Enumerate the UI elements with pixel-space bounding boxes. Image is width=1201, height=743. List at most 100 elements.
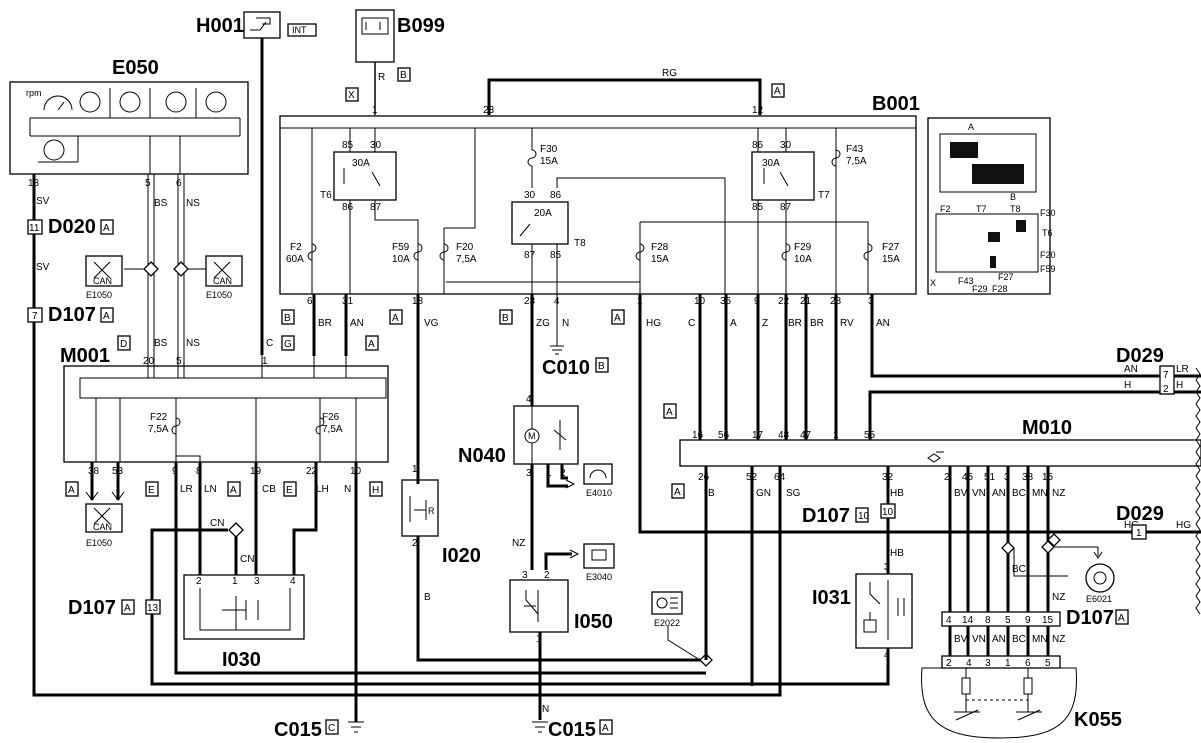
svg-text:A: A	[368, 339, 375, 350]
svg-text:1: 1	[262, 356, 268, 367]
svg-text:38: 38	[88, 466, 100, 477]
svg-text:CAN: CAN	[93, 522, 112, 532]
svg-text:F2: F2	[940, 204, 951, 214]
svg-text:3: 3	[526, 468, 532, 479]
svg-text:BS: BS	[154, 338, 168, 349]
svg-text:6: 6	[1025, 658, 1031, 669]
can-node-e1050-bottom: CAN E1050	[85, 503, 123, 548]
svg-text:5: 5	[176, 356, 182, 367]
svg-text:A: A	[614, 313, 621, 324]
svg-text:A: A	[602, 723, 609, 734]
svg-text:T8: T8	[1010, 204, 1021, 214]
svg-text:13: 13	[147, 603, 159, 614]
svg-text:A: A	[124, 603, 131, 614]
svg-text:D029: D029	[1116, 503, 1164, 525]
svg-text:30: 30	[524, 190, 536, 201]
svg-text:2: 2	[946, 658, 952, 669]
relay-t6: 85 30 86 87 30A T6	[320, 128, 419, 294]
h001-int-label: INT	[292, 25, 307, 35]
svg-text:A: A	[1118, 613, 1125, 624]
svg-text:17: 17	[752, 430, 764, 441]
svg-text:A: A	[666, 407, 673, 418]
svg-text:F20: F20	[1040, 250, 1056, 260]
svg-text:2: 2	[944, 472, 950, 483]
svg-text:AN: AN	[992, 488, 1006, 499]
m010-module: M010 A 16 56 17 48 47 1 55 26 52 64 32 2…	[663, 403, 1201, 499]
svg-text:SV: SV	[36, 196, 50, 207]
svg-text:4: 4	[290, 576, 296, 587]
m001-outputs: A CAN E1050 E LR LN A CB E LH N H CN CN …	[65, 462, 890, 722]
svg-text:D020: D020	[48, 216, 96, 238]
svg-text:16: 16	[692, 430, 704, 441]
b001-fuse-box: B001 85 30 86 87 30A T6 F30 15A 30 86 87…	[279, 93, 920, 307]
svg-text:2: 2	[544, 570, 550, 581]
svg-text:A: A	[68, 485, 75, 496]
svg-text:T7: T7	[818, 190, 830, 201]
svg-text:X: X	[930, 278, 936, 288]
svg-text:1: 1	[833, 430, 839, 441]
svg-text:4: 4	[966, 658, 972, 669]
svg-text:E1050: E1050	[86, 290, 112, 300]
b001-location-inset: A B F2 T7 T8 F30 T6 F20 F59 X F43 F27 F2…	[927, 117, 1056, 295]
b099-battery: B099 R B X 1	[345, 9, 445, 116]
sv-wire: SV 11 D020 A SV 7 D107 A	[27, 174, 782, 697]
svg-text:15A: 15A	[882, 254, 900, 265]
svg-text:20A: 20A	[534, 208, 552, 219]
fuse-icon	[635, 243, 645, 261]
svg-text:30A: 30A	[762, 158, 780, 169]
svg-text:C010: C010	[542, 357, 590, 379]
svg-text:BC: BC	[1012, 488, 1026, 499]
svg-text:N: N	[344, 484, 351, 495]
svg-text:4: 4	[526, 394, 532, 405]
svg-text:C015: C015	[274, 719, 322, 741]
svg-text:1: 1	[232, 576, 238, 587]
svg-text:SV: SV	[36, 262, 50, 273]
svg-text:NZ: NZ	[1052, 488, 1065, 499]
svg-text:56: 56	[718, 430, 730, 441]
svg-text:E1050: E1050	[206, 290, 232, 300]
svg-text:NZ: NZ	[1052, 634, 1065, 645]
svg-text:A: A	[392, 313, 399, 324]
svg-text:RG: RG	[662, 68, 677, 79]
svg-text:F30: F30	[1040, 208, 1056, 218]
m001-label: M001	[60, 345, 110, 367]
svg-text:E6021: E6021	[1086, 594, 1112, 604]
svg-text:86: 86	[342, 202, 354, 213]
svg-text:CAN: CAN	[93, 276, 112, 286]
svg-text:B: B	[502, 313, 509, 324]
switch-icon	[250, 17, 271, 31]
svg-text:D029: D029	[1116, 345, 1164, 367]
svg-text:6: 6	[307, 296, 313, 307]
svg-text:NS: NS	[186, 198, 200, 209]
svg-text:5: 5	[1045, 658, 1051, 669]
svg-text:15A: 15A	[651, 254, 669, 265]
fuse-symbols	[171, 149, 873, 435]
svg-text:3: 3	[254, 576, 260, 587]
svg-text:VG: VG	[424, 318, 439, 329]
svg-text:7: 7	[1163, 370, 1169, 381]
svg-text:D107: D107	[48, 304, 96, 326]
svg-text:D107: D107	[1066, 607, 1114, 629]
svg-text:3: 3	[985, 658, 991, 669]
svg-text:51: 51	[984, 472, 996, 483]
svg-text:85: 85	[550, 250, 562, 261]
svg-text:A: A	[774, 86, 781, 97]
svg-text:BR: BR	[810, 318, 824, 329]
svg-text:F43: F43	[958, 276, 974, 286]
svg-text:AN: AN	[992, 634, 1006, 645]
fuse-icon	[439, 243, 449, 261]
svg-text:A: A	[230, 485, 237, 496]
svg-text:T8: T8	[574, 238, 586, 249]
svg-text:1: 1	[1136, 528, 1142, 539]
svg-text:4: 4	[946, 615, 952, 626]
svg-text:12: 12	[752, 105, 764, 116]
i020-label: I020	[442, 545, 481, 567]
svg-text:AN: AN	[876, 318, 890, 329]
i031-label: I031	[812, 587, 851, 609]
svg-text:E1050: E1050	[86, 538, 112, 548]
svg-text:M: M	[528, 431, 536, 441]
i020-switch: VG 1 R 2 I020 B	[401, 294, 700, 662]
svg-text:15A: 15A	[540, 156, 558, 167]
svg-text:3: 3	[522, 570, 528, 581]
svg-text:LH: LH	[316, 484, 329, 495]
